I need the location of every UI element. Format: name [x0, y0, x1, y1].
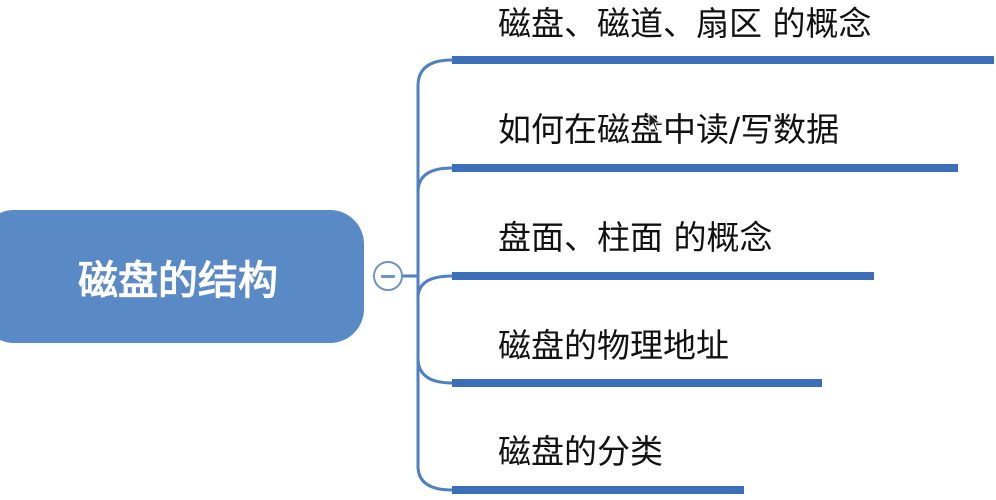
topic-underline-5 — [452, 486, 744, 494]
topic-node-3[interactable]: 盘面、柱面 的概念 — [498, 218, 773, 258]
topic-label: 如何在磁盘中读/写数据 — [498, 110, 840, 149]
topic-underline-1 — [452, 56, 994, 64]
branch-spine — [416, 58, 453, 492]
topic-underline-4 — [452, 379, 822, 387]
collapse-toggle[interactable] — [373, 261, 403, 291]
topic-underline-2 — [452, 164, 958, 172]
branch-connector-3 — [416, 274, 453, 299]
topic-node-1[interactable]: 磁盘、磁道、扇区 的概念 — [498, 4, 872, 44]
topic-label: 盘面、柱面 的概念 — [498, 218, 773, 257]
topic-label: 磁盘的物理地址 — [498, 326, 729, 365]
branch-connector-2 — [416, 166, 453, 193]
topic-label: 磁盘的分类 — [498, 432, 663, 471]
root-node[interactable]: 磁盘的结构 — [0, 210, 364, 343]
collapse-minus-icon — [381, 274, 395, 278]
topic-label: 磁盘、磁道、扇区 的概念 — [498, 4, 872, 43]
branch-connector-4 — [416, 357, 453, 385]
topic-node-4[interactable]: 磁盘的物理地址 — [498, 326, 729, 366]
root-node-label: 磁盘的结构 — [78, 257, 278, 304]
topic-underline-3 — [452, 272, 874, 280]
mouse-pointer-icon — [648, 112, 662, 132]
topic-node-2[interactable]: 如何在磁盘中读/写数据 — [498, 110, 839, 150]
topic-node-5[interactable]: 磁盘的分类 — [498, 432, 663, 472]
